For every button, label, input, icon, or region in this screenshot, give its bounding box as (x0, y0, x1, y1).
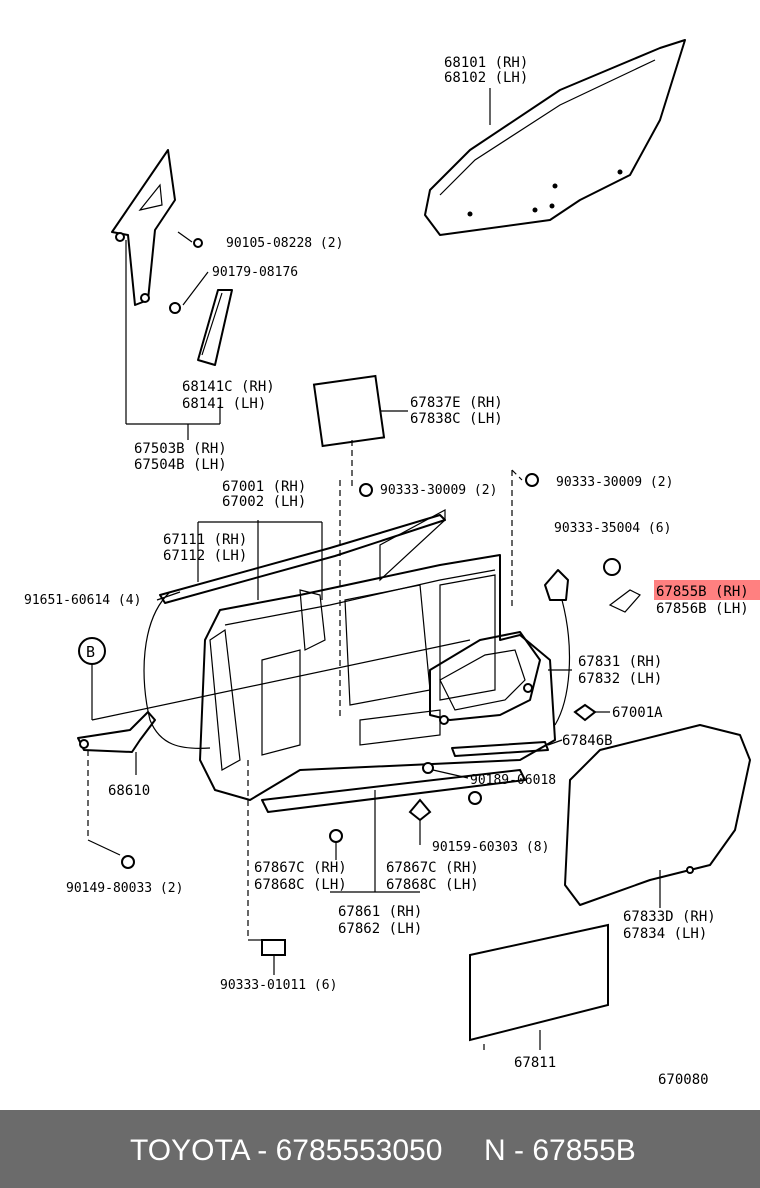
belt-moulding (159, 514, 446, 604)
window-glass (424, 39, 686, 236)
label-67001a: 67001A (612, 705, 663, 721)
label-90159: 90159-60303 (8) (432, 840, 549, 855)
label-67833d: 67833D (RH) (623, 909, 716, 925)
label-67832: 67832 (LH) (578, 671, 662, 687)
label-90333-a: 90333-30009 (2) (380, 483, 497, 498)
label-67001: 67001 (RH) (222, 479, 306, 495)
label-67868c-right: 67868C (LH) (386, 877, 479, 893)
label-67861: 67861 (RH) (338, 904, 422, 920)
regulator-bracket (544, 569, 569, 601)
footer-part-number: TOYOTA - 6785553050 (130, 1134, 443, 1167)
label-90333-c: 90333-35004 (6) (554, 521, 671, 536)
label-68141c: 68141C (RH) (182, 379, 275, 395)
window-regulator (429, 631, 541, 721)
label-67503b: 67503B (RH) (134, 441, 227, 457)
label-67838c: 67838C (LH) (410, 411, 503, 427)
label-90333-d: 90333-01011 (6) (220, 978, 337, 993)
label-67868c-left: 67868C (LH) (254, 877, 347, 893)
inner-strip (451, 741, 549, 757)
label-68102: 68102 (LH) (444, 70, 528, 86)
label-67831: 67831 (RH) (578, 654, 662, 670)
door-panel (199, 554, 556, 801)
label-670080: 670080 (658, 1072, 709, 1088)
footer-reference: N - 67855B (484, 1134, 636, 1167)
frame-seal (261, 769, 526, 813)
label-90333-b: 90333-30009 (2) (556, 475, 673, 490)
label-67504b: 67504B (LH) (134, 457, 227, 473)
label-67811: 67811 (514, 1055, 556, 1071)
regulator-plate (608, 589, 641, 613)
label-67837e: 67837E (RH) (410, 395, 503, 411)
label-67867c-right: 67867C (RH) (386, 860, 479, 876)
label-67862: 67862 (LH) (338, 921, 422, 937)
highlight-box (654, 580, 760, 600)
label-67112: 67112 (LH) (163, 548, 247, 564)
service-hole-cover (312, 374, 386, 448)
label-68610: 68610 (108, 783, 150, 799)
label-90189: 90189-06018 (470, 773, 556, 788)
label-67846b: 67846B (562, 733, 613, 749)
parts-diagram: 68101 (RH) 68102 (LH) 90105-08228 (2) 90… (24, 39, 760, 1088)
label-67855b: 67855B (RH) (656, 584, 749, 600)
door-cover (469, 923, 609, 1042)
door-seal (143, 591, 211, 749)
footer-bar: TOYOTA - 6785553050 N - 67855B (0, 1110, 760, 1188)
label-90149: 90149-80033 (2) (66, 881, 183, 896)
weatherstrip (197, 289, 233, 366)
label-68141: 68141 (LH) (182, 396, 266, 412)
door-hinge (77, 711, 156, 753)
label-68101: 68101 (RH) (444, 55, 528, 71)
label-67856b: 67856B (LH) (656, 601, 749, 617)
label-circle-b: B (86, 643, 95, 661)
label-67111: 67111 (RH) (163, 532, 247, 548)
label-67834: 67834 (LH) (623, 926, 707, 942)
front-sash (111, 149, 176, 306)
inner-trim (564, 724, 751, 906)
label-90179: 90179-08176 (212, 265, 298, 280)
label-90105: 90105-08228 (2) (226, 236, 343, 251)
label-67002: 67002 (LH) (222, 494, 306, 510)
label-91651: 91651-60614 (4) (24, 593, 141, 608)
label-67867c-left: 67867C (RH) (254, 860, 347, 876)
